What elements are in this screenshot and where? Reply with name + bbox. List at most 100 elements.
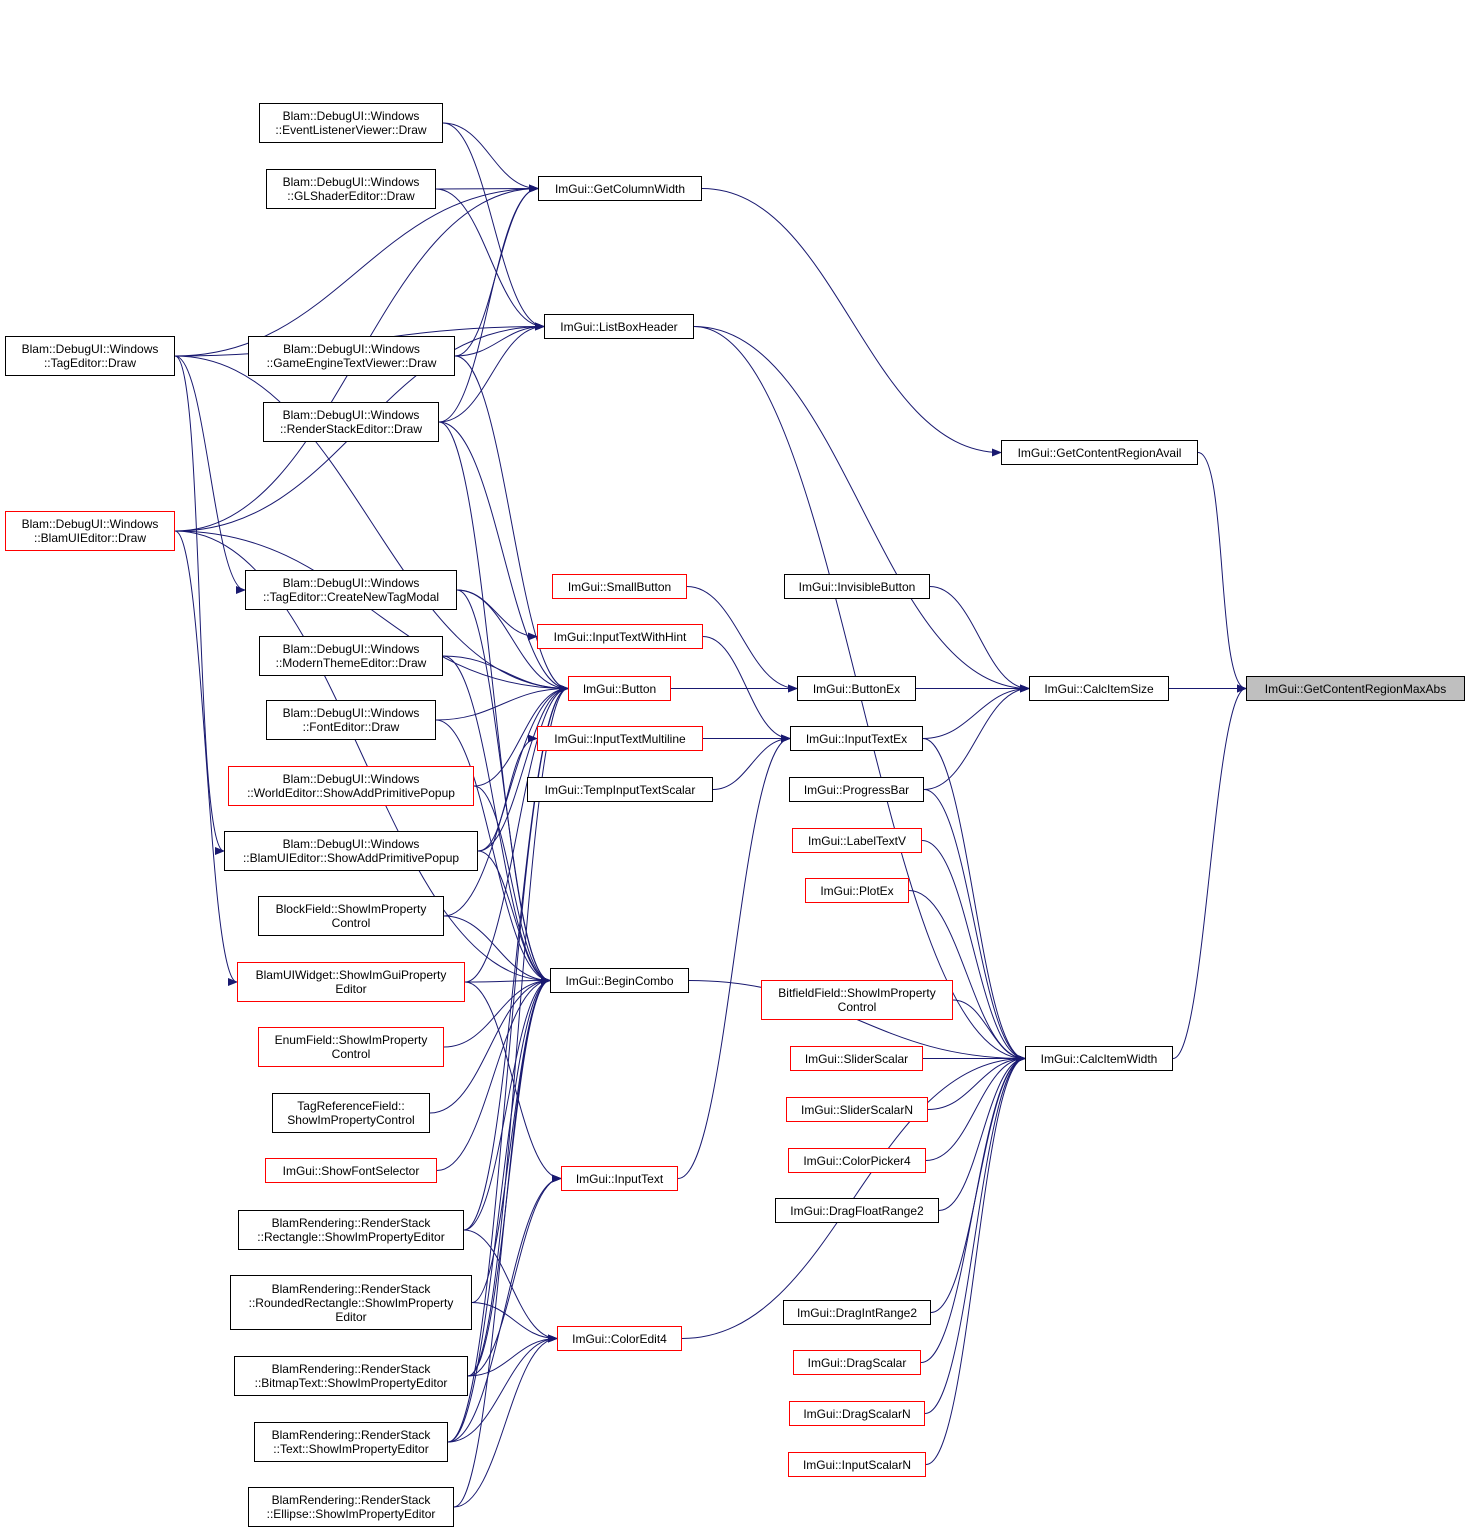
node-calcitemwidth[interactable]: ImGui::CalcItemWidth — [1025, 1046, 1173, 1071]
edge-renderstackeditor-to-listboxheader — [438, 322, 545, 423]
node-plotex[interactable]: ImGui::PlotEx — [805, 878, 909, 903]
node-listboxheader[interactable]: ImGui::ListBoxHeader — [544, 314, 694, 339]
node-eventlistener[interactable]: Blam::DebugUI::Windows::EventListenerVie… — [259, 103, 443, 143]
node-label-line: ::FontEditor::Draw — [302, 720, 400, 734]
node-bitmaptext[interactable]: BlamRendering::RenderStack::BitmapText::… — [234, 1356, 468, 1396]
node-colorpicker4[interactable]: ImGui::ColorPicker4 — [788, 1148, 926, 1173]
node-label-line: BlamRendering::RenderStack — [271, 1362, 431, 1376]
node-label-line: BlamRendering::RenderStack — [271, 1428, 431, 1442]
node-textprop[interactable]: BlamRendering::RenderStack::Text::ShowIm… — [254, 1422, 448, 1462]
node-inputscalarn[interactable]: ImGui::InputScalarN — [788, 1452, 926, 1477]
node-glshader[interactable]: Blam::DebugUI::Windows::GLShaderEditor::… — [266, 169, 436, 209]
edge-blamuiaddprim-to-inputtextmultiline — [477, 734, 538, 852]
node-label-line: ImGui::InputText — [575, 1171, 664, 1186]
node-label-line: BlockField::ShowImProperty — [275, 902, 427, 916]
edge-tageditor-to-blamuiaddprim — [174, 355, 225, 855]
node-getcolumnwidth[interactable]: ImGui::GetColumnWidth — [538, 176, 702, 201]
node-fonteditor[interactable]: Blam::DebugUI::Windows::FontEditor::Draw — [266, 700, 436, 740]
node-blamuiaddprim[interactable]: Blam::DebugUI::Windows::BlamUIEditor::Sh… — [224, 831, 478, 871]
node-sliderscalarn[interactable]: ImGui::SliderScalarN — [786, 1097, 928, 1122]
edge-dragfloatrange2-to-calcitemwidth — [938, 1054, 1026, 1211]
edge-createnewtag-to-begincombo — [456, 589, 551, 985]
node-label-line: Editor — [335, 982, 367, 996]
edge-renderstackeditor-to-getcolumnwidth — [438, 184, 539, 423]
edge-blamuiwidget-to-begincombo — [464, 976, 551, 985]
edge-rectangle-to-begincombo — [463, 976, 551, 1231]
node-dragscalar[interactable]: ImGui::DragScalar — [793, 1350, 921, 1375]
edge-labeltextv-to-calcitemwidth — [921, 840, 1026, 1063]
node-getcontentregionavail[interactable]: ImGui::GetContentRegionAvail — [1001, 440, 1198, 465]
node-tagreference[interactable]: TagReferenceField::ShowImPropertyControl — [272, 1093, 430, 1133]
node-begincombo[interactable]: ImGui::BeginCombo — [550, 968, 689, 993]
edge-listboxheader-to-calcitemsize — [693, 326, 1030, 693]
node-label-line: BlamRendering::RenderStack — [271, 1281, 431, 1296]
node-coloredit4[interactable]: ImGui::ColorEdit4 — [557, 1326, 682, 1351]
node-label-line: ImGui::BeginCombo — [565, 973, 674, 988]
node-label-line: Blam::DebugUI::Windows — [282, 772, 420, 786]
edge-fonteditor-to-begincombo — [435, 719, 551, 985]
node-inputtextmultiline[interactable]: ImGui::InputTextMultiline — [537, 726, 703, 751]
node-label-line: ImGui::GetColumnWidth — [554, 181, 686, 196]
node-label-line: Control — [331, 1047, 371, 1061]
edge-blamuiwidget-to-inputtext — [464, 981, 562, 1183]
node-getcontentregionmaxabs[interactable]: ImGui::GetContentRegionMaxAbs — [1246, 676, 1465, 701]
node-moderntheme[interactable]: Blam::DebugUI::Windows::ModernThemeEdito… — [259, 636, 443, 676]
node-sliderscalar[interactable]: ImGui::SliderScalar — [790, 1046, 923, 1071]
node-buttonex[interactable]: ImGui::ButtonEx — [797, 676, 916, 701]
node-showfontselector[interactable]: ImGui::ShowFontSelector — [265, 1158, 437, 1183]
node-label-line: ImGui::SliderScalar — [804, 1051, 909, 1066]
node-label-line: ::TagEditor::CreateNewTagModal — [262, 590, 440, 604]
edge-fonteditor-to-button — [435, 684, 569, 721]
node-label-line: ImGui::SliderScalarN — [800, 1102, 914, 1117]
node-calcitemsize[interactable]: ImGui::CalcItemSize — [1029, 676, 1169, 701]
node-label-line: Blam::DebugUI::Windows — [282, 408, 420, 422]
node-labeltextv[interactable]: ImGui::LabelTextV — [792, 828, 922, 853]
node-dragintrange2[interactable]: ImGui::DragIntRange2 — [783, 1300, 931, 1325]
node-label-line: ::TagEditor::Draw — [43, 356, 137, 370]
edge-invisiblebutton-to-calcitemsize — [929, 586, 1030, 693]
node-worldeditor[interactable]: Blam::DebugUI::Windows::WorldEditor::Sho… — [228, 766, 474, 806]
node-label-line: ImGui::GetContentRegionAvail — [1017, 445, 1182, 460]
edge-inputscalarn-to-calcitemwidth — [925, 1054, 1026, 1465]
node-rectangle[interactable]: BlamRendering::RenderStack::Rectangle::S… — [238, 1210, 464, 1250]
node-label-line: ::Ellipse::ShowImPropertyEditor — [266, 1507, 436, 1521]
node-tempinputtextscalar[interactable]: ImGui::TempInputTextScalar — [527, 777, 713, 802]
node-ellipse[interactable]: BlamRendering::RenderStack::Ellipse::Sho… — [248, 1487, 454, 1527]
node-smallbutton[interactable]: ImGui::SmallButton — [552, 574, 687, 599]
node-inputtext[interactable]: ImGui::InputText — [561, 1166, 678, 1191]
node-label-line: Blam::DebugUI::Windows — [282, 642, 420, 656]
node-label-line: ::BlamUIEditor::ShowAddPrimitivePopup — [242, 851, 460, 865]
node-inputtextex[interactable]: ImGui::InputTextEx — [790, 726, 923, 751]
node-label-line: BitfieldField::ShowImProperty — [778, 986, 936, 1000]
node-label-line: ::Rectangle::ShowImPropertyEditor — [257, 1230, 445, 1244]
node-tageditor[interactable]: Blam::DebugUI::Windows::TagEditor::Draw — [5, 336, 175, 376]
edge-progressbar-to-calcitemsize — [923, 684, 1030, 790]
node-label-line: EnumField::ShowImProperty — [274, 1033, 428, 1047]
edge-dragscalarn-to-calcitemwidth — [924, 1054, 1026, 1414]
node-roundedrect[interactable]: BlamRendering::RenderStack::RoundedRecta… — [230, 1275, 472, 1330]
node-gameenginetext[interactable]: Blam::DebugUI::Windows::GameEngineTextVi… — [248, 336, 455, 376]
node-invisiblebutton[interactable]: ImGui::InvisibleButton — [784, 574, 930, 599]
node-dragscalarn[interactable]: ImGui::DragScalarN — [789, 1401, 925, 1426]
edge-sliderscalarn-to-calcitemwidth — [927, 1054, 1026, 1110]
node-label-line: ImGui::DragFloatRange2 — [790, 1203, 924, 1218]
edge-blamuiwidget-to-button — [464, 684, 569, 983]
node-button[interactable]: ImGui::Button — [568, 676, 671, 701]
node-label-line: ImGui::CalcItemSize — [1044, 681, 1154, 696]
node-dragfloatrange2[interactable]: ImGui::DragFloatRange2 — [775, 1198, 939, 1223]
node-label-line: TagReferenceField:: — [297, 1099, 405, 1113]
edge-bitmaptext-to-coloredit4 — [467, 1334, 558, 1377]
node-inputtextwithhint[interactable]: ImGui::InputTextWithHint — [537, 624, 703, 649]
node-blamuieditor[interactable]: Blam::DebugUI::Windows::BlamUIEditor::Dr… — [5, 511, 175, 551]
node-progressbar[interactable]: ImGui::ProgressBar — [789, 777, 924, 802]
node-label-line: ImGui::InputTextEx — [805, 731, 908, 746]
edge-textprop-to-begincombo — [447, 976, 551, 1443]
node-label-line: Control — [331, 916, 371, 930]
node-createnewtag[interactable]: Blam::DebugUI::Windows::TagEditor::Creat… — [245, 570, 457, 610]
node-renderstackeditor[interactable]: Blam::DebugUI::Windows::RenderStackEdito… — [263, 402, 439, 442]
